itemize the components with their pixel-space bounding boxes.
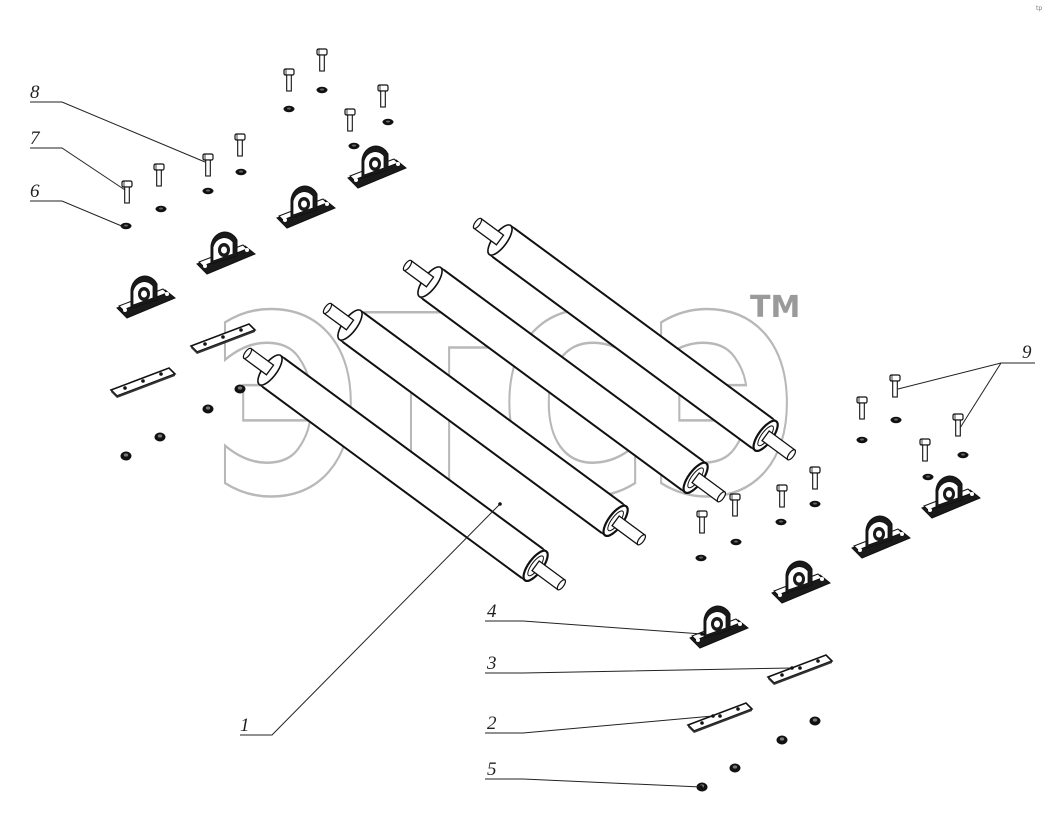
- washer: [235, 168, 247, 176]
- watermark-trademark: TM: [750, 290, 800, 325]
- bolt: [234, 133, 246, 157]
- bearing-housing: [116, 275, 176, 319]
- plate: [110, 367, 176, 399]
- bolt: [809, 466, 821, 490]
- washer: [856, 436, 868, 444]
- washer: [155, 205, 167, 213]
- leader-7: [30, 147, 126, 191]
- callout-2: 2: [487, 713, 497, 734]
- right-nuts: [696, 716, 821, 792]
- leader-1: [240, 503, 501, 736]
- washer: [382, 118, 394, 126]
- bolt: [316, 48, 328, 72]
- leader-9a: [897, 362, 1035, 390]
- callout-6: 6: [30, 181, 40, 202]
- callout-4: 4: [487, 601, 497, 622]
- bearing-housing: [689, 605, 749, 649]
- bolt: [202, 153, 214, 177]
- callouts: 8 7 6 1 4 3 2 5 9: [30, 82, 1032, 780]
- washer: [809, 500, 821, 508]
- washer: [890, 416, 902, 424]
- nut: [776, 735, 788, 745]
- washer: [695, 554, 707, 562]
- bolt: [377, 84, 389, 108]
- callout-9: 9: [1022, 342, 1032, 363]
- bolt: [856, 396, 868, 420]
- bearing-housing: [921, 475, 981, 519]
- plate: [767, 654, 833, 686]
- bolt: [153, 163, 165, 187]
- washer: [775, 518, 787, 526]
- bolt: [889, 374, 901, 398]
- bolt: [919, 438, 931, 462]
- bolt: [344, 108, 356, 132]
- nut: [120, 451, 132, 461]
- leader-dots: [498, 502, 794, 789]
- washer: [922, 473, 934, 481]
- leader-lines: [30, 101, 1035, 788]
- callout-5: 5: [487, 759, 497, 780]
- leader-6: [30, 200, 125, 228]
- nut: [154, 432, 166, 442]
- corner-mark: tp: [1036, 5, 1042, 12]
- left-bolts: [121, 48, 389, 204]
- leader-8: [30, 101, 206, 163]
- nut: [809, 716, 821, 726]
- washer: [283, 105, 295, 113]
- bearing-housing: [771, 560, 831, 604]
- washer: [957, 451, 969, 459]
- leader-5: [485, 778, 702, 788]
- nut: [234, 384, 246, 394]
- bolt: [283, 68, 295, 92]
- bearing-housing: [276, 185, 336, 229]
- bolt: [121, 180, 133, 204]
- washer: [730, 538, 742, 546]
- washer: [202, 187, 214, 195]
- callout-1: 1: [240, 715, 250, 736]
- callout-7: 7: [30, 128, 41, 149]
- left-washers: [120, 86, 394, 230]
- leader-4: [485, 620, 703, 635]
- nut: [729, 763, 741, 773]
- leader-9b: [959, 362, 1002, 429]
- leader-2: [485, 715, 714, 734]
- nut: [202, 404, 214, 414]
- washer: [316, 86, 328, 94]
- bearing-housing: [851, 515, 911, 559]
- plate: [687, 702, 753, 734]
- washer: [348, 142, 360, 150]
- callout-3: 3: [486, 653, 497, 674]
- bearing-housing: [347, 145, 407, 189]
- leader-3: [485, 667, 793, 674]
- callout-8: 8: [30, 82, 40, 103]
